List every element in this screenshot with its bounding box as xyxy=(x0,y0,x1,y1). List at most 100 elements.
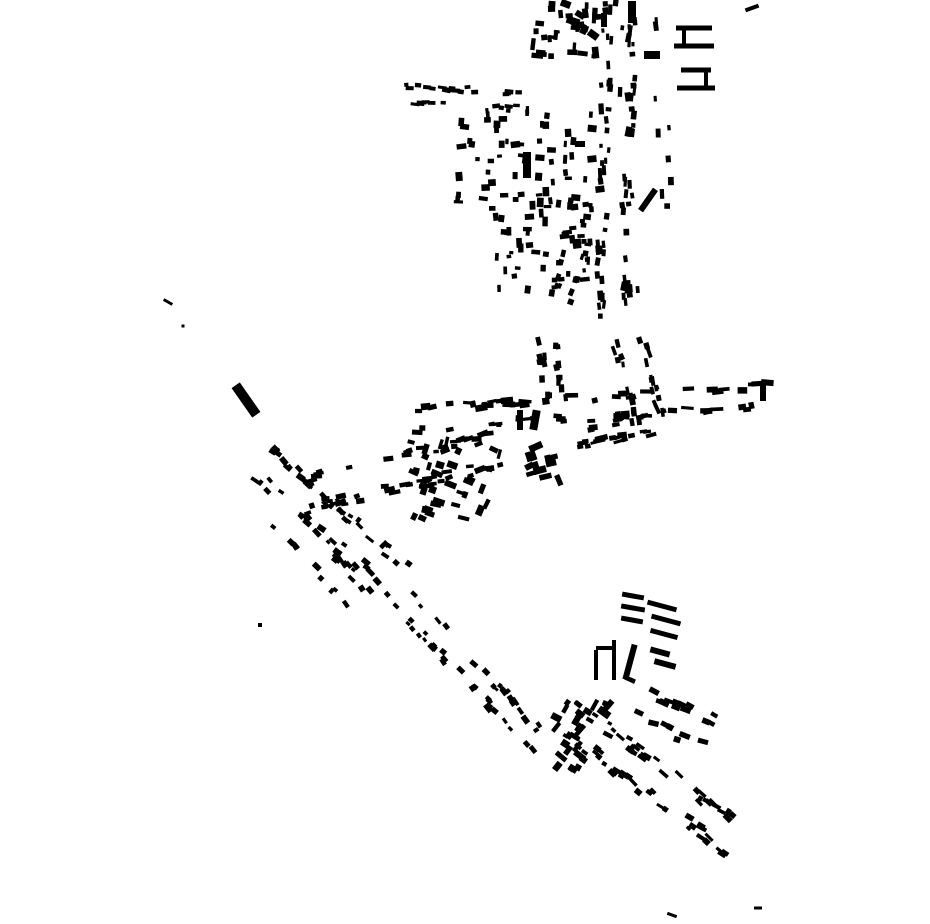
building xyxy=(592,437,606,444)
building xyxy=(162,298,174,306)
building xyxy=(694,798,704,807)
building xyxy=(610,345,618,356)
building xyxy=(417,603,424,609)
building xyxy=(584,443,591,449)
building xyxy=(461,490,469,499)
building xyxy=(456,489,465,496)
building xyxy=(496,682,503,689)
building xyxy=(582,250,589,257)
building xyxy=(355,521,364,530)
building xyxy=(579,218,585,224)
building xyxy=(607,720,613,726)
building xyxy=(628,106,635,112)
building xyxy=(404,82,409,87)
building xyxy=(412,466,420,475)
building xyxy=(653,95,658,102)
building xyxy=(550,178,555,186)
building xyxy=(672,735,682,744)
building xyxy=(620,615,644,625)
building xyxy=(581,238,587,244)
building xyxy=(453,200,464,204)
building xyxy=(340,541,348,548)
building xyxy=(521,416,532,422)
building xyxy=(445,87,454,93)
building xyxy=(525,109,530,116)
building xyxy=(464,84,471,90)
building xyxy=(357,584,366,593)
building xyxy=(554,283,560,289)
building xyxy=(435,460,445,470)
building xyxy=(589,698,600,712)
building xyxy=(317,574,325,582)
building xyxy=(600,160,605,166)
building xyxy=(704,798,713,807)
building xyxy=(595,185,605,194)
building xyxy=(500,396,514,405)
building xyxy=(433,449,439,454)
building xyxy=(538,472,553,481)
building xyxy=(481,184,490,192)
building xyxy=(601,760,608,767)
building xyxy=(514,266,521,270)
building xyxy=(606,147,611,153)
building xyxy=(445,426,454,433)
building xyxy=(629,417,635,427)
building xyxy=(405,86,414,91)
building xyxy=(582,213,592,221)
building xyxy=(428,642,439,653)
building xyxy=(625,394,632,400)
building xyxy=(576,443,584,450)
building xyxy=(490,682,497,690)
building xyxy=(410,590,419,599)
building xyxy=(427,100,436,105)
building xyxy=(559,233,570,240)
building xyxy=(624,675,636,684)
building xyxy=(541,397,550,405)
building xyxy=(594,13,602,20)
building xyxy=(484,695,493,703)
building xyxy=(269,523,277,530)
building xyxy=(297,513,305,520)
building xyxy=(623,297,628,306)
building xyxy=(612,0,619,7)
building xyxy=(258,623,262,627)
building xyxy=(341,599,350,609)
building xyxy=(498,116,508,122)
building xyxy=(601,28,605,33)
building xyxy=(591,749,601,758)
building xyxy=(567,17,582,30)
building xyxy=(586,28,600,41)
building xyxy=(601,13,607,27)
building xyxy=(522,739,531,749)
building xyxy=(588,111,593,118)
building xyxy=(559,0,572,9)
building xyxy=(638,754,647,762)
building xyxy=(665,723,675,732)
building xyxy=(524,213,535,220)
building xyxy=(649,627,679,641)
building xyxy=(496,461,504,468)
building xyxy=(313,470,324,477)
building xyxy=(420,402,431,411)
building xyxy=(639,429,648,434)
building xyxy=(512,171,518,180)
building xyxy=(577,50,588,57)
building xyxy=(573,763,583,772)
building xyxy=(610,727,617,734)
building xyxy=(380,551,390,560)
building xyxy=(582,706,593,717)
building xyxy=(493,125,500,134)
building xyxy=(674,43,714,49)
building xyxy=(496,449,503,460)
building xyxy=(638,187,658,213)
building xyxy=(681,67,711,73)
building xyxy=(250,476,261,485)
building xyxy=(311,561,322,572)
building xyxy=(503,266,508,275)
building xyxy=(437,478,445,484)
building xyxy=(411,429,423,436)
building xyxy=(628,777,638,787)
building xyxy=(711,802,722,811)
building xyxy=(638,337,643,343)
building xyxy=(529,200,536,210)
